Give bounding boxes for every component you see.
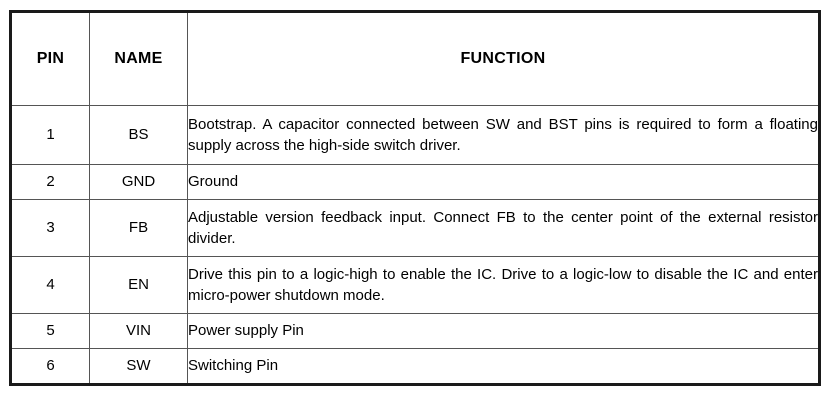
table-row: 5 VIN Power supply Pin bbox=[10, 313, 820, 349]
table-header-row: PIN NAME FUNCTION bbox=[10, 11, 820, 106]
cell-name: SW bbox=[89, 348, 188, 385]
table-header: PIN NAME FUNCTION bbox=[10, 11, 820, 106]
cell-name: GND bbox=[89, 164, 188, 200]
cell-name: BS bbox=[89, 105, 188, 165]
cell-name: EN bbox=[89, 256, 188, 314]
table-row: 3 FB Adjustable version feedback input. … bbox=[10, 199, 820, 257]
table-row: 2 GND Ground bbox=[10, 164, 820, 200]
cell-pin: 3 bbox=[10, 199, 90, 257]
column-header-function: FUNCTION bbox=[187, 11, 820, 106]
table-row: 4 EN Drive this pin to a logic-high to e… bbox=[10, 256, 820, 314]
cell-name: VIN bbox=[89, 313, 188, 349]
cell-function: Bootstrap. A capacitor connected between… bbox=[187, 105, 820, 165]
cell-pin: 5 bbox=[10, 313, 90, 349]
table-row: 6 SW Switching Pin bbox=[10, 348, 820, 385]
cell-function: Drive this pin to a logic-high to enable… bbox=[187, 256, 820, 314]
cell-name: FB bbox=[89, 199, 188, 257]
cell-function: Power supply Pin bbox=[187, 313, 820, 349]
cell-pin: 4 bbox=[10, 256, 90, 314]
pin-function-table: PIN NAME FUNCTION 1 BS Bootstrap. A capa… bbox=[9, 10, 821, 386]
cell-pin: 1 bbox=[10, 105, 90, 165]
cell-pin: 2 bbox=[10, 164, 90, 200]
cell-function: Adjustable version feedback input. Conne… bbox=[187, 199, 820, 257]
column-header-name: NAME bbox=[89, 11, 188, 106]
cell-function: Switching Pin bbox=[187, 348, 820, 385]
column-header-pin: PIN bbox=[10, 11, 90, 106]
table-row: 1 BS Bootstrap. A capacitor connected be… bbox=[10, 105, 820, 165]
table-body: 1 BS Bootstrap. A capacitor connected be… bbox=[10, 105, 820, 385]
cell-function: Ground bbox=[187, 164, 820, 200]
cell-pin: 6 bbox=[10, 348, 90, 385]
